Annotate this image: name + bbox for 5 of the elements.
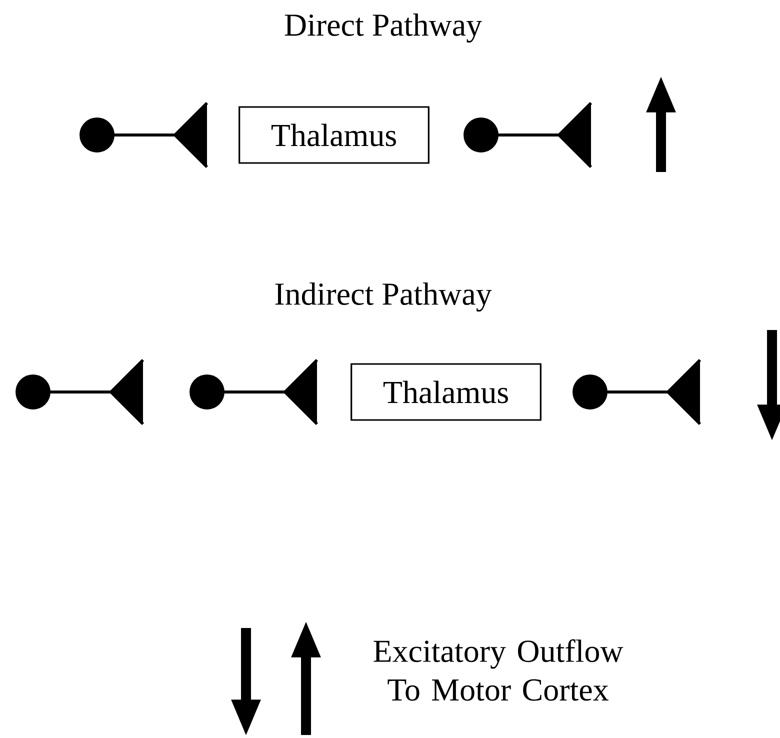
heading: Direct Pathway [284, 13, 482, 43]
heading: Indirect Pathway [275, 282, 492, 312]
thalamus-box: Thalamus [350, 363, 542, 421]
thalamus-box: Thalamus [238, 106, 430, 164]
legend-text: Excitatory Outflow To Motor Cortex [374, 639, 624, 701]
